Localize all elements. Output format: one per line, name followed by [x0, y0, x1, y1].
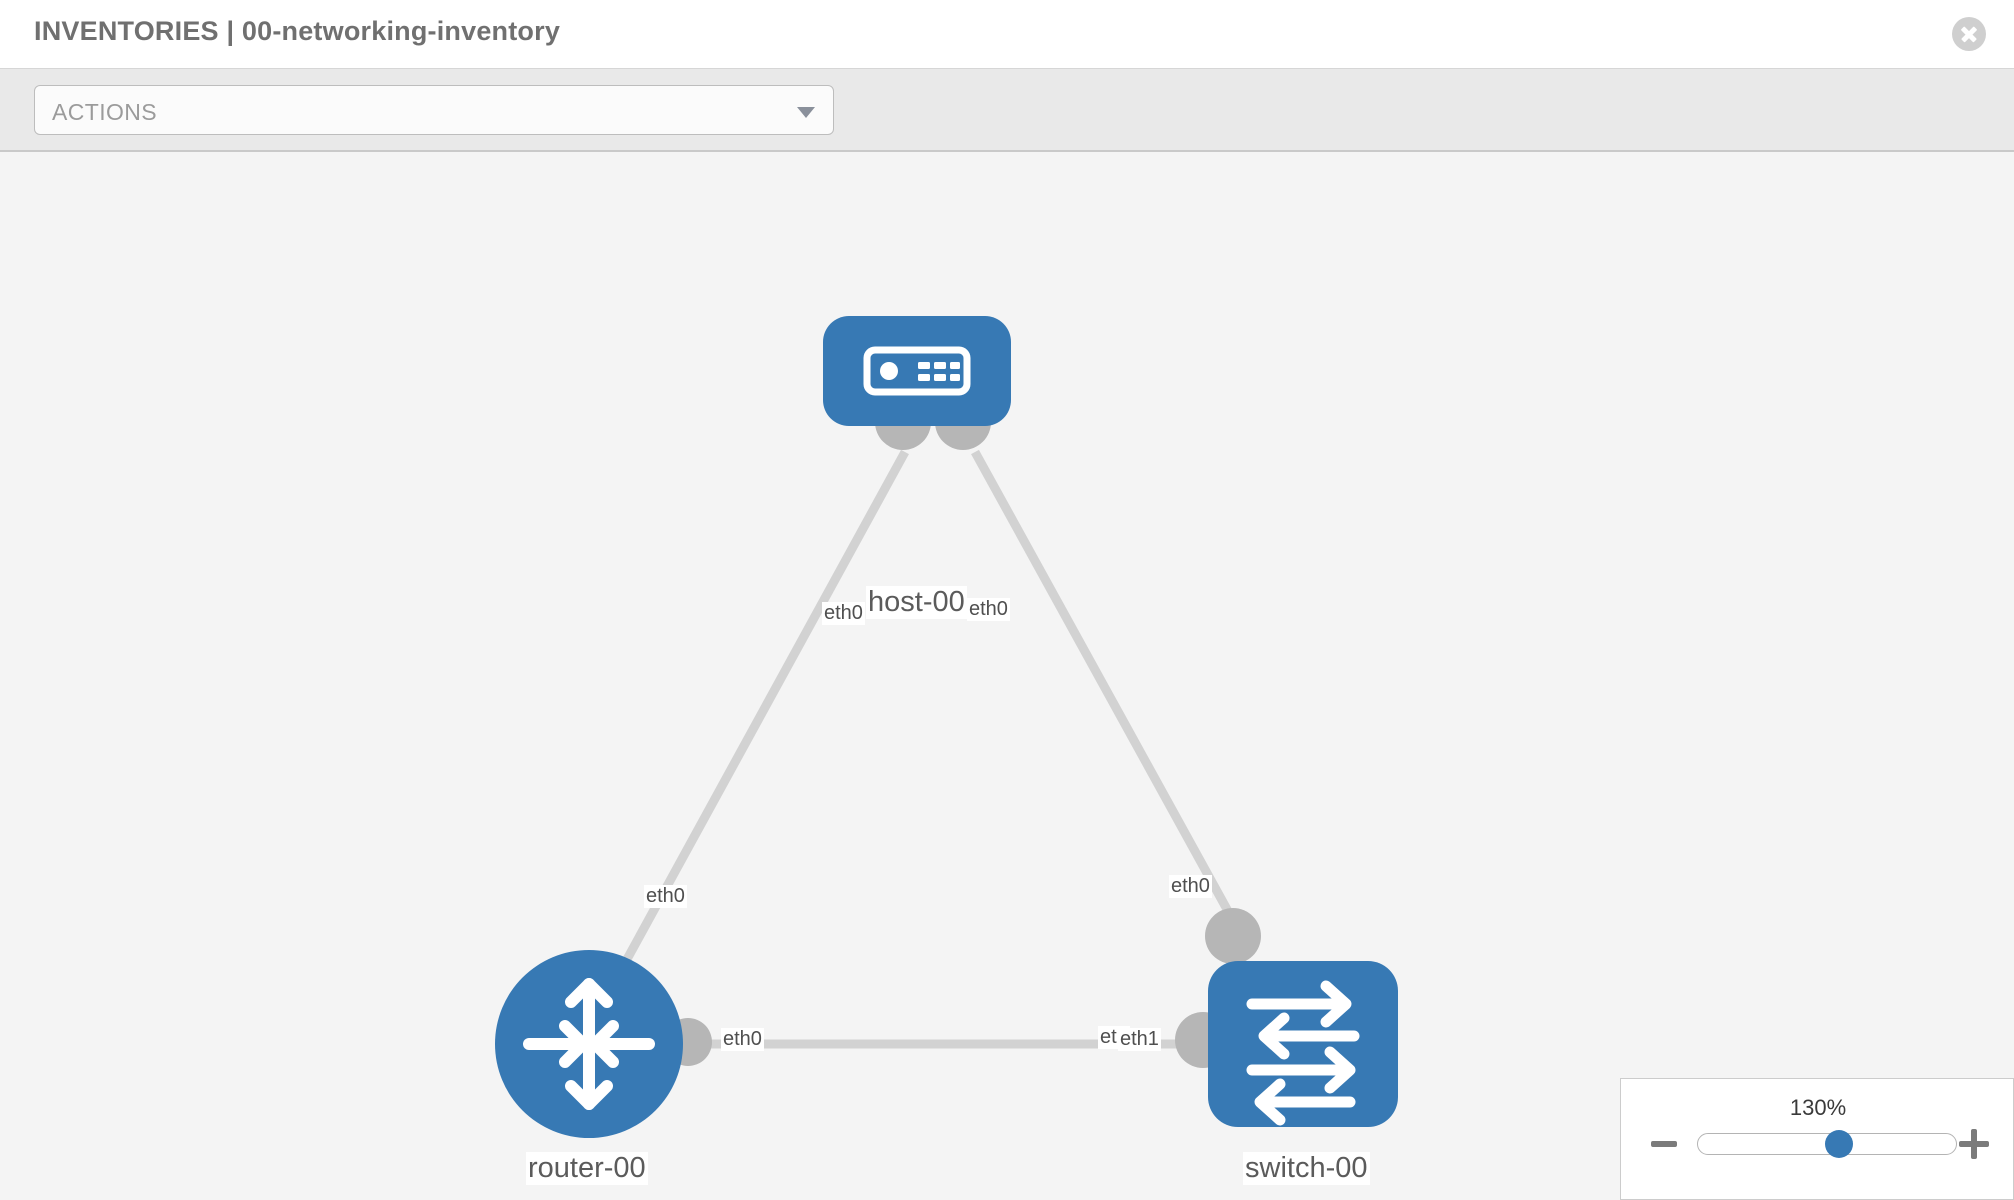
port-label-router-uplink: eth0: [644, 885, 687, 908]
port-label-switch-uplink: eth0: [1169, 875, 1212, 898]
link-host-switch[interactable]: [971, 449, 1249, 945]
node-switch-00[interactable]: [1208, 961, 1398, 1127]
port-label-router-eth0: eth0: [721, 1028, 764, 1051]
node-host-00[interactable]: [823, 316, 1011, 426]
zoom-control-panel: 130%: [1620, 1078, 2014, 1200]
actions-dropdown[interactable]: ACTIONS: [34, 85, 834, 135]
plus-icon[interactable]: [1959, 1129, 1989, 1159]
node-label-switch-00: switch-00: [1243, 1152, 1370, 1185]
plus-icon-vertical: [1971, 1129, 1977, 1159]
actions-dropdown-label: ACTIONS: [52, 99, 158, 125]
node-label-host-00: host-00: [866, 586, 967, 619]
node-router-00[interactable]: [495, 950, 683, 1138]
port-label-host-left: eth0: [822, 602, 865, 625]
close-icon[interactable]: [1952, 17, 1986, 51]
chevron-down-icon: [797, 107, 815, 118]
topology-graph: [495, 316, 1398, 1138]
port-label-switch-eth1: eth1: [1118, 1028, 1161, 1051]
page-title: INVENTORIES | 00-networking-inventory: [34, 16, 561, 46]
port-switch-top[interactable]: [1205, 908, 1261, 964]
toolbar: ACTIONS SEARCH: [0, 68, 2014, 203]
minus-icon[interactable]: [1651, 1141, 1677, 1147]
port-label-host-right: eth0: [967, 598, 1010, 621]
page-header: INVENTORIES | 00-networking-inventory: [0, 0, 2014, 68]
zoom-level-value: 130%: [1789, 1095, 1847, 1120]
zoom-slider-thumb[interactable]: [1825, 1130, 1853, 1158]
topology-links: [616, 449, 1249, 1049]
node-label-router-00: router-00: [526, 1152, 648, 1185]
topology-canvas[interactable]: host-00 router-00 switch-00 eth0 eth0 et…: [0, 152, 2014, 1200]
